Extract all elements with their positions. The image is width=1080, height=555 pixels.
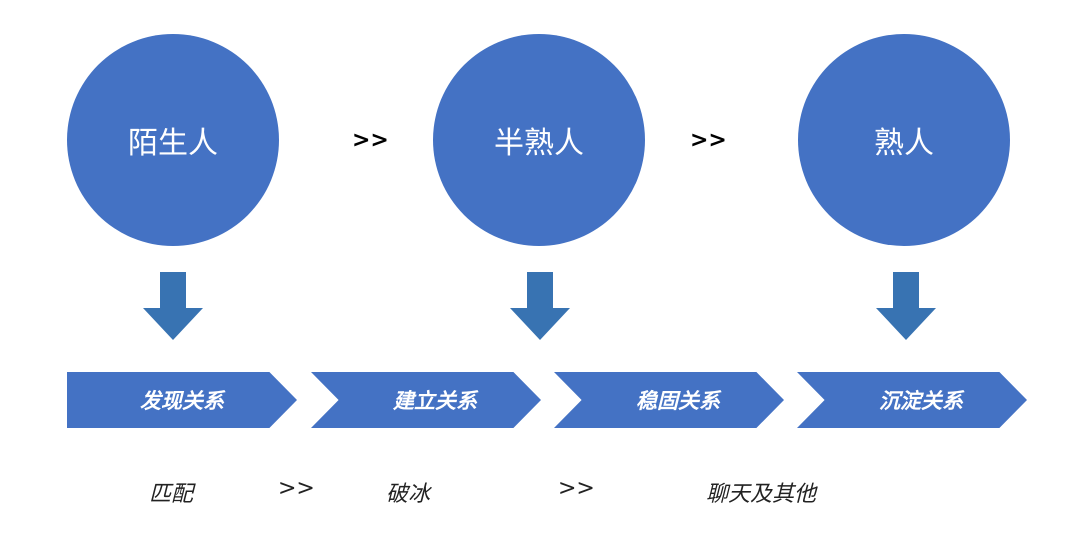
action-match: 匹配 xyxy=(149,482,194,507)
action-icebreak: 破冰 xyxy=(386,482,431,507)
step-chevron-settle: 沉淀关系 xyxy=(797,372,1027,428)
step-label: 建立关系 xyxy=(393,389,477,413)
step-chevron-build: 建立关系 xyxy=(311,372,541,428)
stage-circle-friend: 熟人 xyxy=(798,34,1010,246)
stage-circle-acquaintance: 半熟人 xyxy=(433,34,645,246)
step-chevron-consolidate: 稳固关系 xyxy=(554,372,784,428)
step-chevron-discover: 发现关系 xyxy=(67,372,297,428)
stage-circle-stranger: 陌生人 xyxy=(67,34,279,246)
step-label: 稳固关系 xyxy=(636,389,720,413)
stage-separator: >> xyxy=(352,128,389,153)
stage-label: 半熟人 xyxy=(494,126,584,161)
down-arrow-icon xyxy=(510,272,570,340)
step-label: 沉淀关系 xyxy=(879,389,963,413)
down-arrow-icon xyxy=(876,272,936,340)
action-separator: >> xyxy=(558,476,595,501)
action-chat-and-more: 聊天及其他 xyxy=(706,482,817,507)
step-label: 发现关系 xyxy=(140,389,224,413)
stage-separator: >> xyxy=(690,128,727,153)
action-separator: >> xyxy=(278,476,315,501)
stage-label: 熟人 xyxy=(874,126,934,161)
down-arrow-icon xyxy=(143,272,203,340)
stage-label: 陌生人 xyxy=(128,126,218,161)
